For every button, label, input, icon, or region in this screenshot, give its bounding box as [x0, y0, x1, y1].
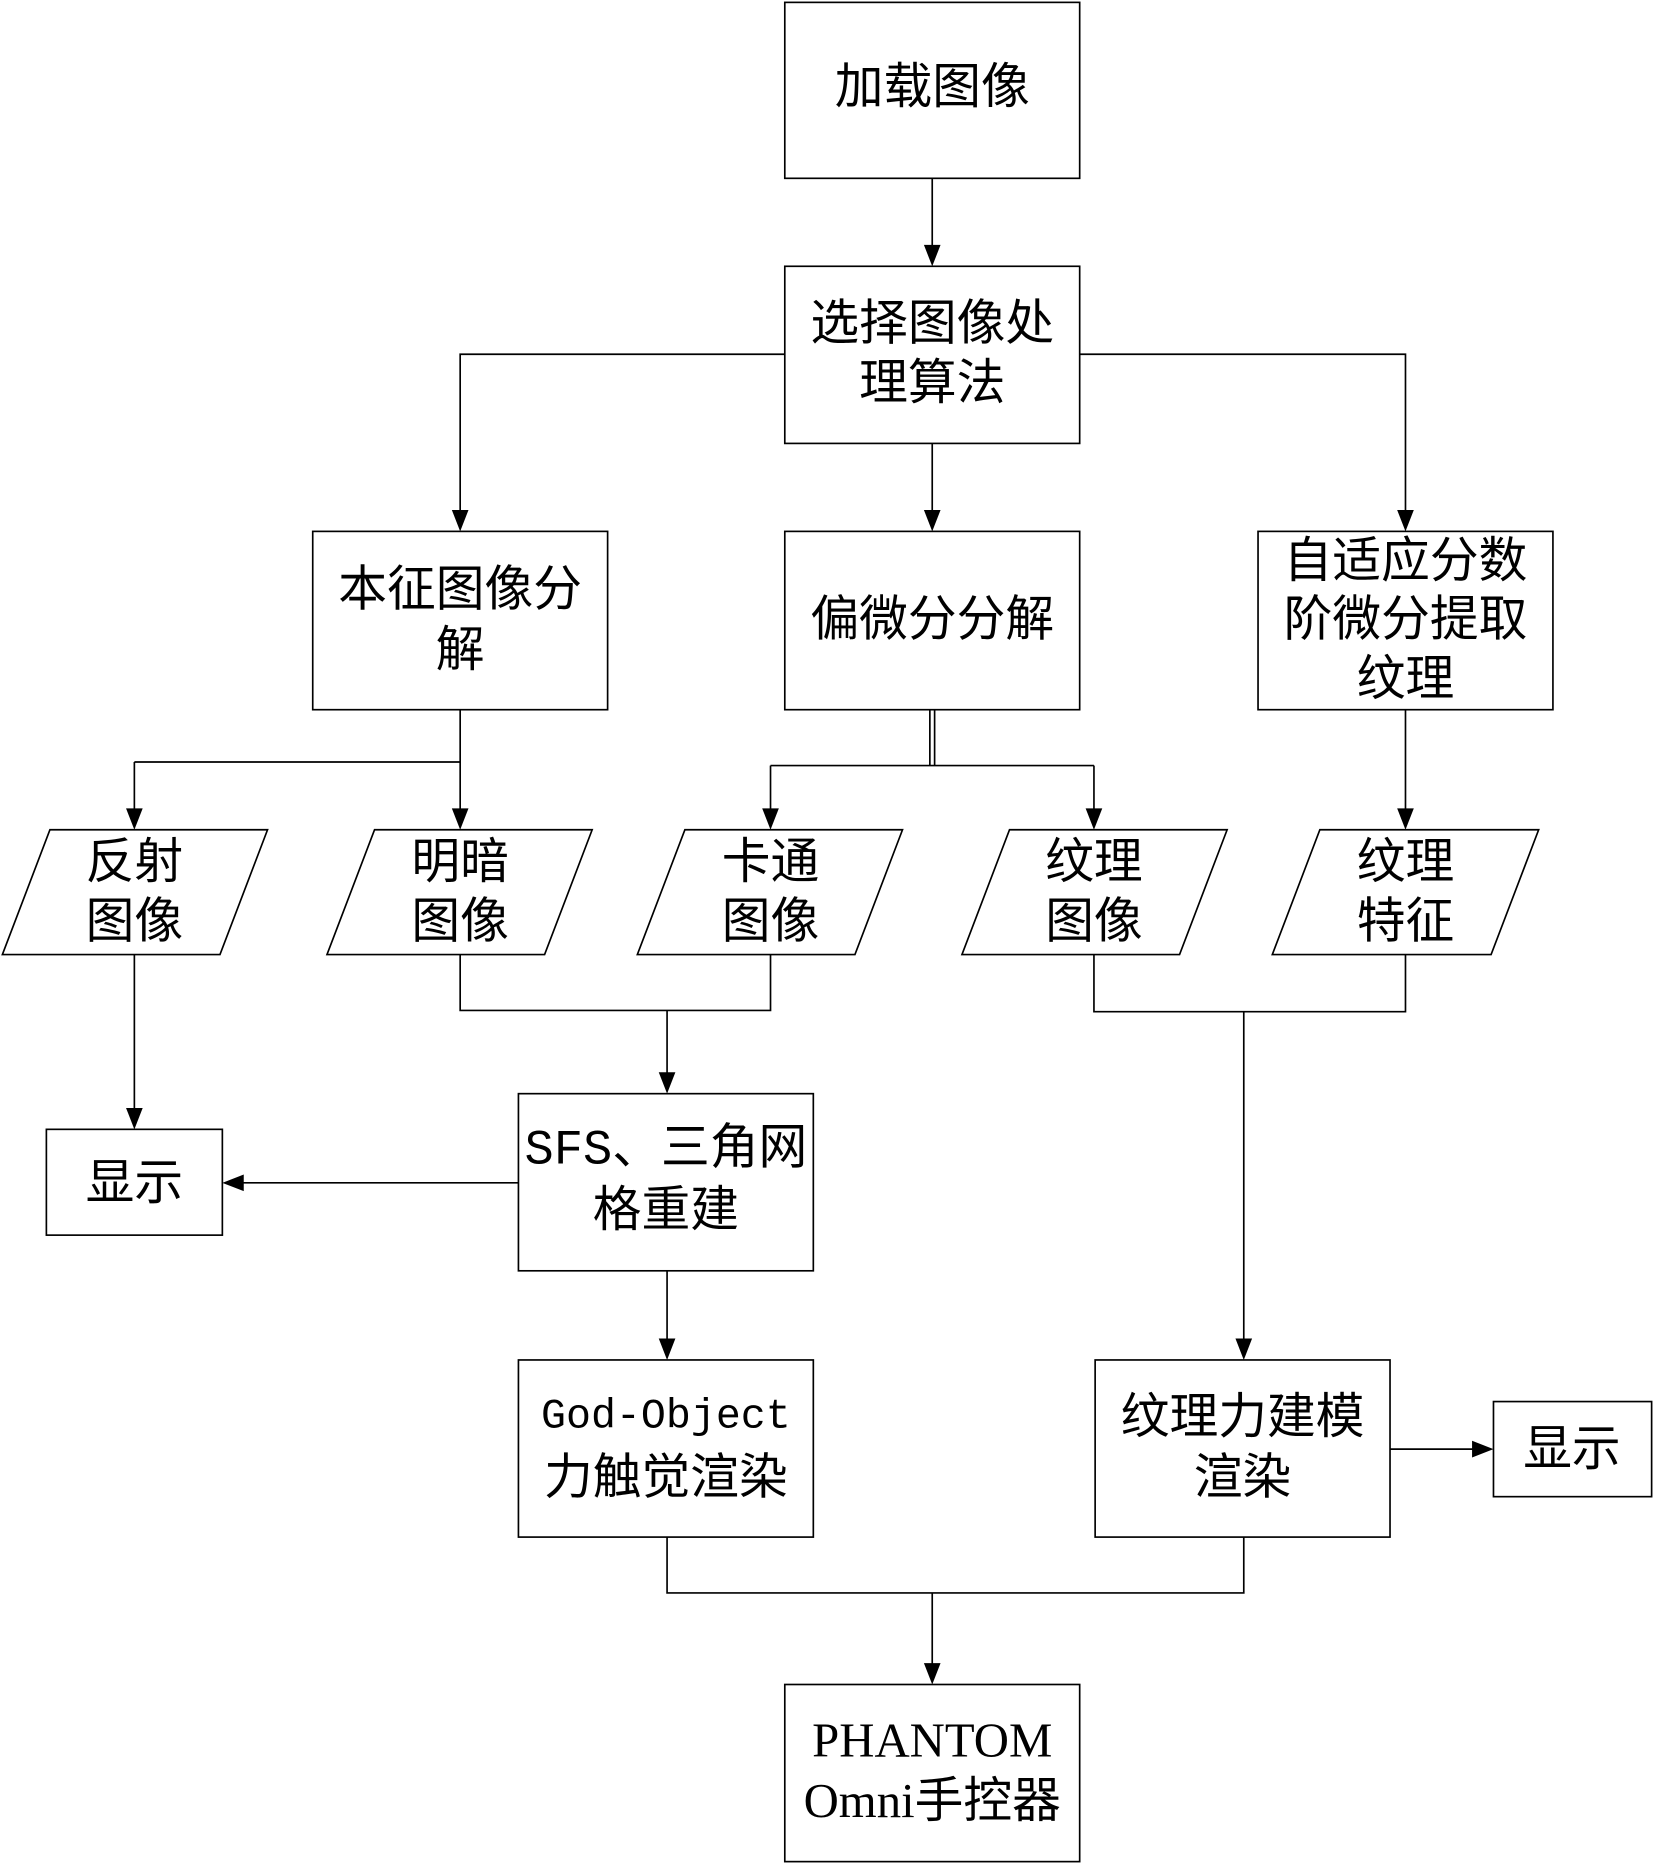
- connectors: [126, 178, 1494, 1685]
- node-cartoon-image: 卡通 图像: [636, 828, 904, 956]
- arrowhead: [658, 1338, 676, 1360]
- arrowhead: [923, 509, 941, 532]
- arrowhead: [126, 1107, 143, 1130]
- arrowhead: [658, 1072, 676, 1094]
- node-label-line-1: 纹理: [1045, 834, 1142, 890]
- node-label-line-1: God-Object: [541, 1394, 791, 1441]
- arrowhead: [222, 1174, 244, 1192]
- process-box: [783, 530, 1081, 711]
- process-box: [783, 1, 1081, 180]
- node-label-line-2: 图像: [722, 893, 819, 949]
- node-label: 显示: [86, 1155, 183, 1211]
- process-box: [45, 1128, 224, 1236]
- node-phantom-device: PHANTOM Omni手控器: [783, 1683, 1081, 1863]
- node-label-line-2: 渲染: [1194, 1450, 1291, 1506]
- connector-texture-merge: [1093, 954, 1407, 1013]
- node-label-line-1: 本征图像分: [338, 562, 582, 618]
- node-display-left: 显示: [45, 1128, 224, 1236]
- data-parallelogram: [1271, 828, 1540, 956]
- node-label-line-1: 自适应分数: [1284, 533, 1528, 589]
- arrowhead: [1397, 808, 1414, 830]
- node-label-line-2: 图像: [411, 893, 508, 949]
- node-adaptive-fractional-texture: 自适应分数 阶微分提取 纹理: [1257, 530, 1554, 711]
- node-label-line-1: 纹理: [1357, 834, 1454, 890]
- node-label-line-2: 图像: [86, 893, 183, 949]
- node-label: 加载图像: [835, 59, 1030, 115]
- process-box: [1492, 1400, 1653, 1498]
- arrowhead: [1085, 808, 1103, 830]
- process-box: [517, 1092, 815, 1272]
- process-box: [783, 265, 1081, 445]
- connector-intrinsic-split: [134, 709, 462, 763]
- node-texture-image: 纹理 图像: [960, 828, 1229, 956]
- node-texture-feature: 纹理 特征: [1271, 828, 1540, 956]
- node-sfs-reconstruction: SFS、三角网 格重建: [517, 1092, 815, 1272]
- connector-select-to-adaptive: [1079, 353, 1407, 528]
- node-label-line-1: SFS、三角网: [525, 1122, 808, 1179]
- arrowhead: [923, 244, 941, 267]
- node-label-line-1: 明暗: [411, 834, 508, 890]
- node-label-line-1: 反射: [86, 834, 183, 890]
- arrowhead: [1397, 509, 1414, 532]
- connector-select-to-intrinsic: [459, 353, 785, 528]
- arrowhead: [762, 808, 779, 830]
- process-box: [783, 1683, 1081, 1863]
- node-label: 偏微分分解: [810, 591, 1054, 647]
- process-box: [1257, 530, 1554, 711]
- data-parallelogram: [960, 828, 1229, 956]
- node-select-algorithm: 选择图像处 理算法: [783, 265, 1081, 445]
- arrowhead: [451, 808, 469, 830]
- node-reflectance-image: 反射 图像: [1, 828, 269, 956]
- node-display-right: 显示: [1492, 1400, 1653, 1498]
- process-box: [1094, 1359, 1391, 1538]
- node-label: 显示: [1523, 1421, 1620, 1477]
- node-label-line-2: 解: [436, 622, 485, 678]
- node-label-line-2: 格重建: [593, 1182, 739, 1238]
- connector-pde-split-double: [770, 709, 1094, 767]
- node-label-line-2: 理算法: [859, 355, 1005, 411]
- connector-render-merge: [666, 1537, 1245, 1594]
- node-label-line-2: 阶微分提取: [1284, 591, 1528, 647]
- data-parallelogram: [1, 828, 269, 956]
- process-box: [517, 1359, 815, 1538]
- node-pde-decomposition: 偏微分分解: [783, 530, 1081, 711]
- data-parallelogram: [325, 828, 594, 956]
- node-load-image: 加载图像: [783, 1, 1081, 180]
- arrowhead: [451, 509, 469, 532]
- data-parallelogram: [636, 828, 904, 956]
- node-label-line-2: 力触觉渲染: [544, 1450, 788, 1506]
- node-label-line-1: PHANTOM: [812, 1713, 1052, 1767]
- node-intrinsic-decomposition: 本征图像分 解: [311, 530, 609, 711]
- arrowhead: [126, 808, 143, 830]
- arrowhead: [1235, 1338, 1253, 1360]
- node-label-line-2: 图像: [1045, 893, 1142, 949]
- arrowhead: [923, 1663, 941, 1685]
- node-label-line-3: 纹理: [1357, 651, 1454, 707]
- node-label-line-2: Omni手控器: [804, 1774, 1061, 1828]
- node-label-line-1: 选择图像处: [810, 295, 1054, 351]
- node-texture-force-rendering: 纹理力建模 渲染: [1094, 1359, 1391, 1538]
- node-label-line-1: 纹理力建模: [1121, 1389, 1365, 1445]
- process-box: [311, 530, 609, 711]
- node-label-line-2: 特征: [1357, 893, 1454, 949]
- arrowhead: [1472, 1440, 1494, 1458]
- node-label-line-1: 卡通: [722, 834, 819, 890]
- node-god-object-rendering: God-Object 力触觉渲染: [517, 1359, 815, 1538]
- connector-shading-cartoon-merge: [459, 954, 772, 1012]
- node-shading-image: 明暗 图像: [325, 828, 594, 956]
